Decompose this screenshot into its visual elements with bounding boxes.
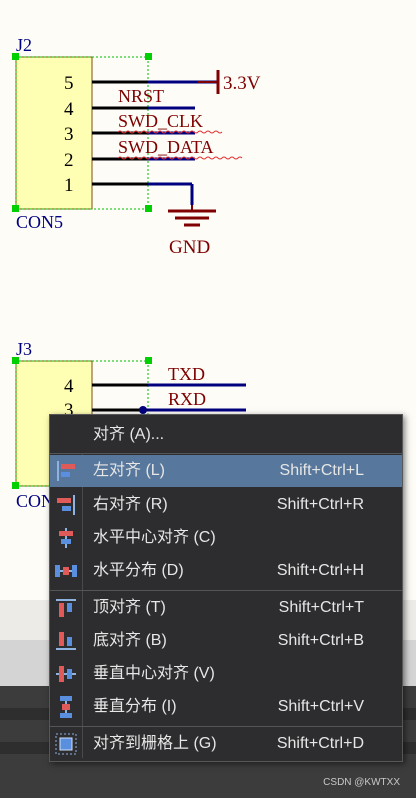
menu-item-shortcut: Shift+Ctrl+T — [278, 599, 364, 616]
distribute-horizontal-icon — [54, 559, 78, 583]
net-label-txd[interactable]: TXD — [168, 364, 205, 384]
pin-number: 4 — [64, 376, 74, 397]
j3-selection-box — [15, 360, 149, 487]
menu-item-shortcut: Shift+Ctrl+D — [276, 735, 364, 752]
menu-item-shortcut: Shift+Ctrl+R — [276, 496, 364, 513]
menu-item-align-left[interactable]: 左对齐 (L) Shift+Ctrl+L — [50, 455, 402, 487]
menu-item-label: 水平分布 (D) — [93, 562, 184, 579]
menu-item-label: 对齐到栅格上 (G) — [93, 735, 217, 752]
align-to-grid-icon — [54, 732, 78, 756]
menu-item-align-bottom[interactable]: 底对齐 (B) Shift+Ctrl+B — [50, 625, 402, 657]
watermark: CSDN @KWTXX — [323, 777, 400, 788]
j2-body[interactable] — [15, 56, 93, 210]
drc-error-squiggle — [117, 156, 243, 160]
pin-number: 3 — [64, 400, 74, 421]
selection-handle[interactable] — [145, 205, 152, 212]
j3-designator: J3 — [16, 339, 32, 359]
menu-item-label: 水平中心对齐 (C) — [93, 529, 216, 546]
menu-item-label: 顶对齐 (T) — [93, 599, 166, 616]
menu-separator — [50, 590, 402, 591]
menu-icon-column-divider — [82, 453, 83, 758]
menu-item-align-top[interactable]: 顶对齐 (T) Shift+Ctrl+T — [50, 592, 402, 624]
selection-handle[interactable] — [12, 357, 19, 364]
selection-handle[interactable] — [12, 482, 19, 489]
selection-handle[interactable] — [12, 205, 19, 212]
menu-item-distribute-vertical[interactable]: 垂直分布 (I) Shift+Ctrl+V — [50, 691, 402, 723]
menu-item-align-right[interactable]: 右对齐 (R) Shift+Ctrl+R — [50, 489, 402, 521]
menu-item-shortcut: Shift+Ctrl+H — [276, 562, 364, 579]
menu-separator — [50, 453, 402, 454]
power-port-3v3-label: 3.3V — [223, 73, 261, 94]
selection-handle[interactable] — [145, 53, 152, 60]
j2-designator: J2 — [16, 35, 32, 55]
component-j2[interactable]: J2 CON5 5 4 3 2 1 3.3V NRST SWD_CLK SWD_… — [12, 35, 261, 258]
align-horizontal-center-icon — [54, 526, 78, 550]
align-vertical-center-icon — [54, 662, 78, 686]
net-label-nrst[interactable]: NRST — [118, 86, 164, 106]
ground-label: GND — [169, 237, 210, 258]
menu-item-label: 垂直中心对齐 (V) — [93, 665, 215, 682]
menu-item-distribute-horizontal[interactable]: 水平分布 (D) Shift+Ctrl+H — [50, 555, 402, 587]
selection-handle[interactable] — [145, 357, 152, 364]
drc-error-squiggle — [117, 130, 223, 134]
pin-number: 3 — [64, 124, 74, 145]
pin-number: 5 — [64, 73, 74, 94]
menu-item-align-to-grid[interactable]: 对齐到栅格上 (G) Shift+Ctrl+D — [50, 728, 402, 760]
menu-item-shortcut: Shift+Ctrl+L — [279, 462, 364, 479]
menu-item-shortcut: Shift+Ctrl+B — [277, 632, 364, 649]
menu-item-label: 底对齐 (B) — [93, 632, 167, 649]
menu-item-label: 左对齐 (L) — [93, 462, 166, 479]
j3-comment: CON — [16, 491, 54, 511]
menu-item-align-horizontal-center[interactable]: 水平中心对齐 (C) — [50, 522, 402, 554]
j2-comment: CON5 — [16, 212, 63, 232]
menu-item-shortcut: Shift+Ctrl+V — [277, 698, 364, 715]
align-right-icon — [54, 493, 78, 517]
net-label-swd-data[interactable]: SWD_DATA — [118, 137, 214, 157]
menu-item-label: 垂直分布 (I) — [93, 698, 177, 715]
menu-separator — [50, 726, 402, 727]
align-left-icon — [54, 459, 78, 483]
pin-number: 1 — [64, 175, 74, 196]
menu-item-align-dialog[interactable]: 对齐 (A)... — [50, 419, 402, 451]
menu-item-align-vertical-center[interactable]: 垂直中心对齐 (V) — [50, 658, 402, 690]
menu-item-label: 对齐 (A)... — [93, 426, 165, 443]
junction-dot — [139, 406, 147, 414]
align-bottom-icon — [54, 629, 78, 653]
pin-number: 4 — [64, 99, 74, 120]
net-label-rxd[interactable]: RXD — [168, 389, 206, 409]
distribute-vertical-icon — [54, 695, 78, 719]
net-label-swd-clk[interactable]: SWD_CLK — [118, 111, 203, 131]
align-top-icon — [54, 596, 78, 620]
pin-number: 2 — [64, 150, 74, 171]
menu-item-label: 右对齐 (R) — [93, 496, 168, 513]
selection-handle[interactable] — [12, 53, 19, 60]
align-context-menu[interactable]: 对齐 (A)... 左对齐 (L) Shift+Ctrl+L 右对齐 (R) S… — [49, 414, 403, 762]
